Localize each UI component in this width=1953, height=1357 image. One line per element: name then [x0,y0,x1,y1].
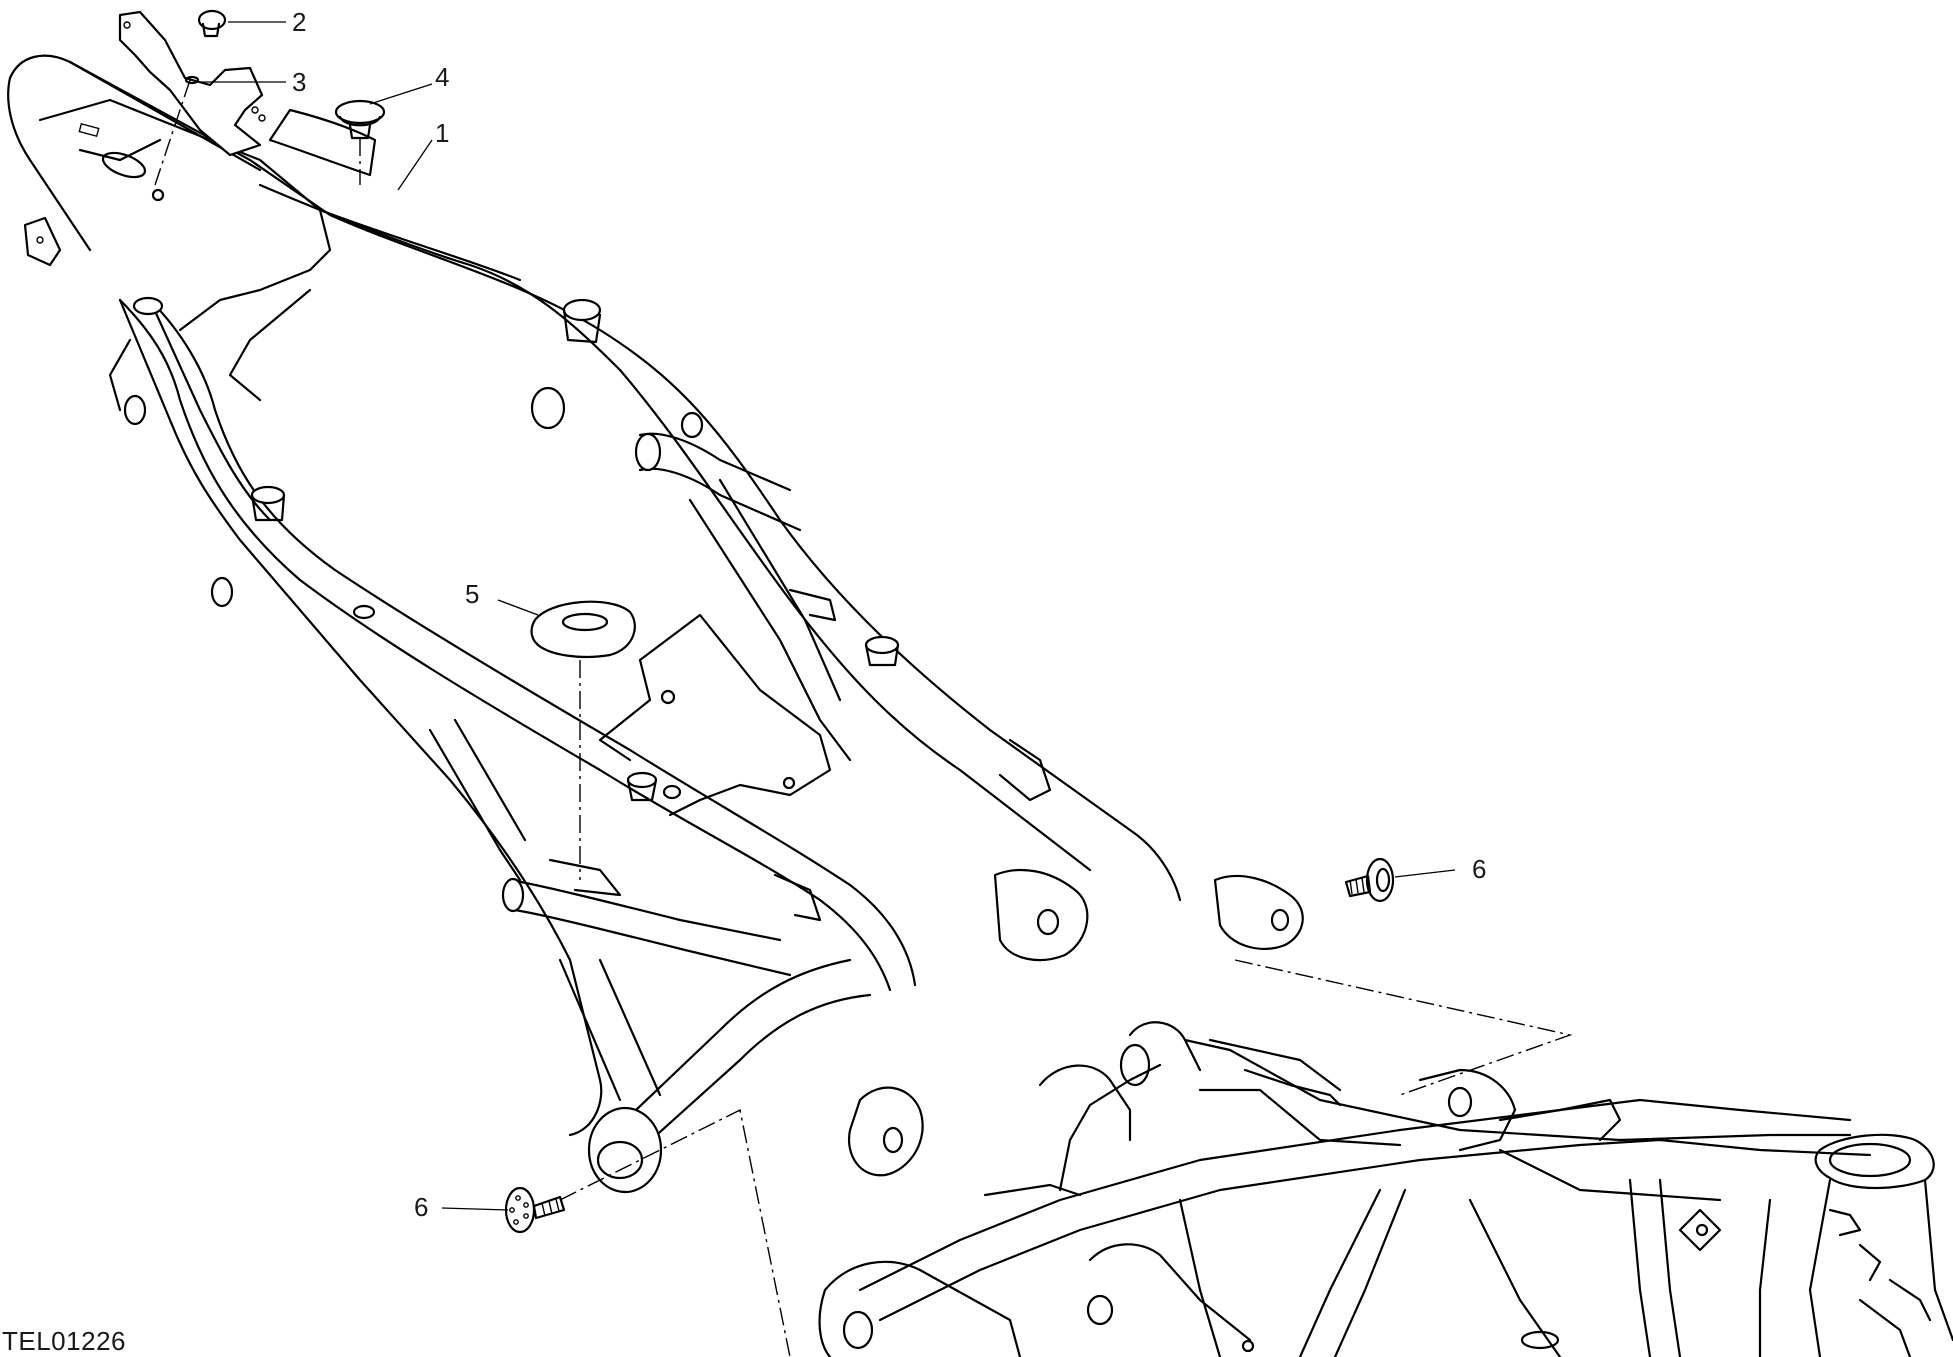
callout-3: 3 [292,67,306,97]
rear-subframe [7,54,1304,1194]
callout-6-left: 6 [414,1192,428,1222]
screw-part-2 [197,9,227,38]
bolt-part-6-left [504,1186,566,1234]
callout-4: 4 [435,62,449,92]
callout-labels: 2 3 4 1 5 6 6 [292,7,1486,1222]
rear-bracket-part-3 [118,10,266,157]
callout-leader-lines [196,21,1456,1211]
callout-2: 2 [292,7,306,37]
grommet-part-5 [530,600,636,659]
callout-1: 1 [435,118,449,148]
main-frame-partial [818,1021,1953,1357]
callout-6-right: 6 [1472,854,1486,884]
bolt-part-6-right [1344,857,1395,903]
callout-5: 5 [465,579,479,609]
drawing-code: TEL01226 [2,1326,126,1356]
assembly-center-lines [154,79,1573,1357]
